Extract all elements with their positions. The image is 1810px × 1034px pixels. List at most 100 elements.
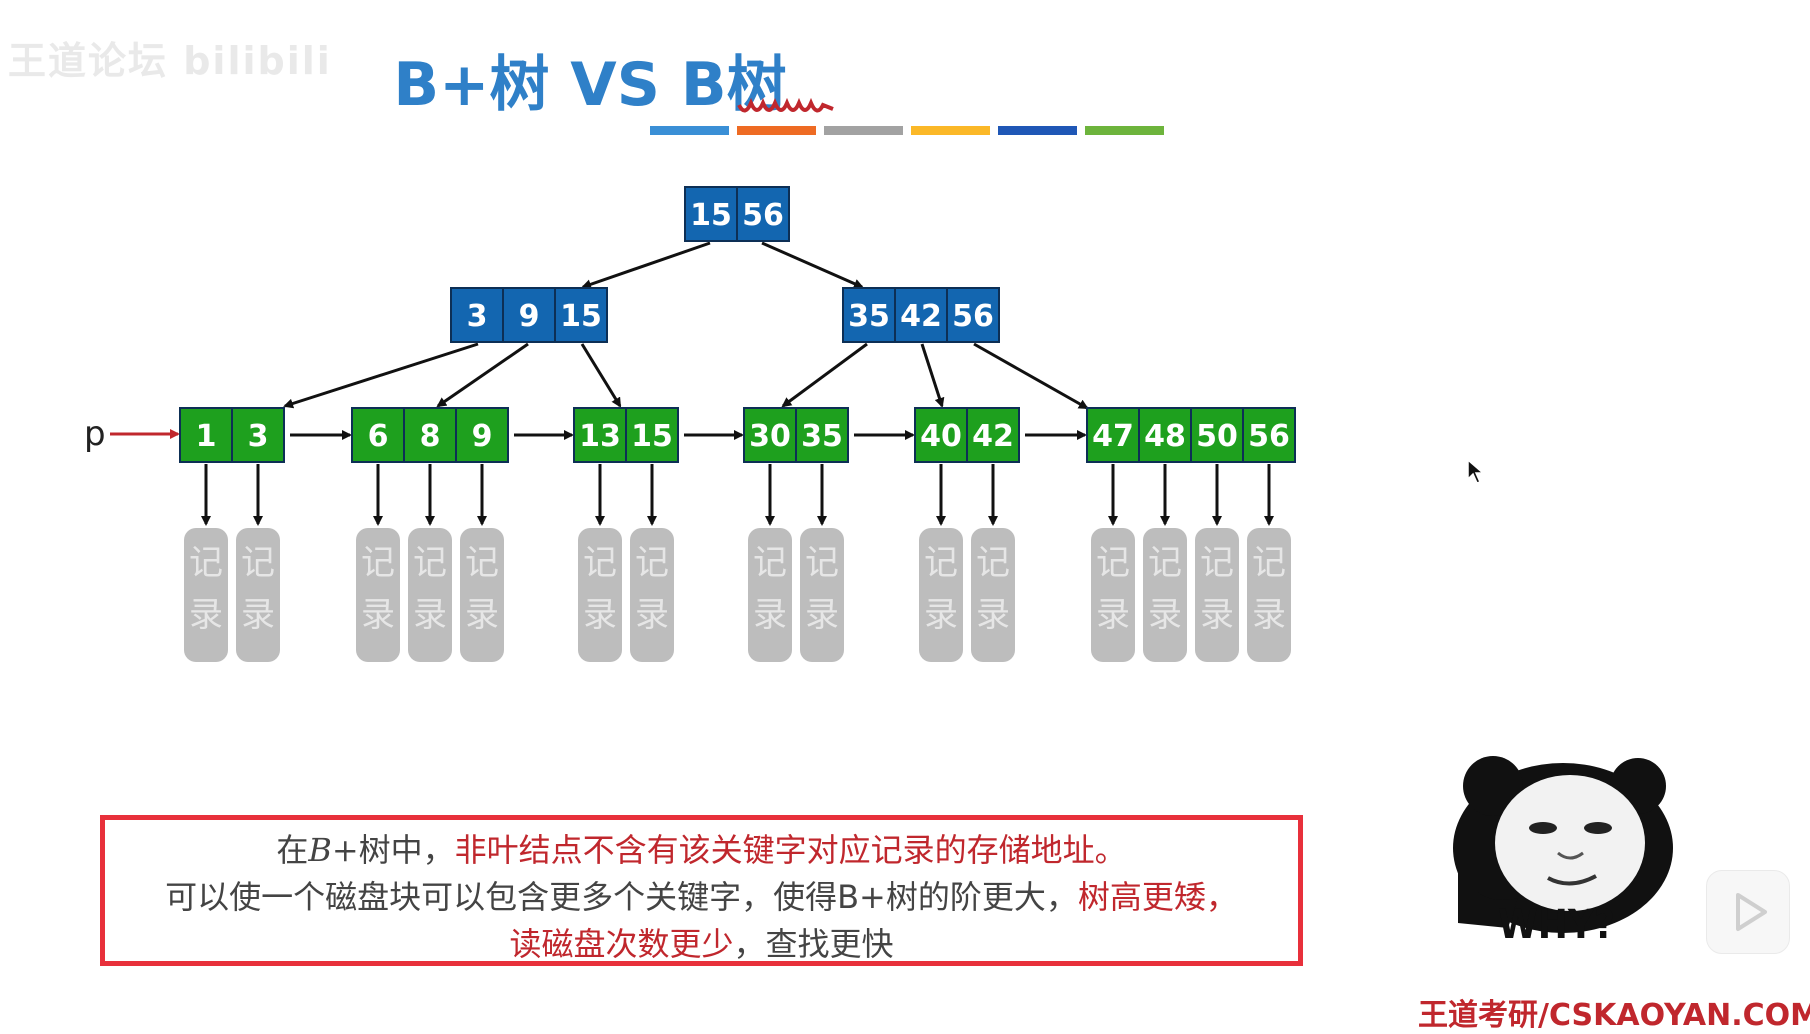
- color-bar: [824, 126, 903, 135]
- slide-title: B+树 VS B树: [393, 50, 787, 120]
- node-cell: [1190, 407, 1244, 463]
- record-label: 录: [1200, 595, 1234, 635]
- node-key: 40: [920, 419, 962, 454]
- record-label: 录: [583, 595, 617, 635]
- record-label: 录: [753, 595, 787, 635]
- record-capsule: [1143, 528, 1187, 662]
- color-bar-row: [650, 126, 1164, 135]
- node-key: 15: [690, 198, 732, 233]
- node-key: 9: [519, 299, 540, 334]
- record-label: 记: [241, 543, 275, 583]
- node-key: 48: [1144, 419, 1186, 454]
- node-key: 3: [467, 299, 488, 334]
- node-key: 35: [801, 419, 843, 454]
- watermark: 王道论坛 bilibili: [8, 39, 332, 83]
- record-label: 录: [635, 595, 669, 635]
- note-highlight: 读磁盘次数更少: [509, 925, 734, 963]
- record-label: 记: [635, 543, 669, 583]
- record-label: 记: [753, 543, 787, 583]
- record-label: 录: [413, 595, 447, 635]
- play-icon: [1736, 893, 1767, 931]
- node-cell: [231, 407, 285, 463]
- color-bar: [1085, 126, 1164, 135]
- node-key: 50: [1196, 419, 1238, 454]
- note-text: 可以使一个磁盘块可以包含更多个关键字，使得B+树的阶更大，: [165, 878, 1078, 916]
- record-label: 记: [1252, 543, 1286, 583]
- record-label: 记: [361, 543, 395, 583]
- note-text: ，查找更快: [733, 925, 894, 963]
- node-cell: [842, 287, 896, 343]
- node-key: 56: [1248, 419, 1290, 454]
- edge-arrow: [781, 342, 868, 408]
- color-bar: [911, 126, 990, 135]
- node-cell: [625, 407, 679, 463]
- color-bar: [737, 126, 816, 135]
- node-key: 1: [196, 419, 217, 454]
- edge-arrow: [973, 342, 1089, 410]
- node-cell: [684, 186, 738, 242]
- leaf-node: 47 48 50 56: [1086, 407, 1296, 463]
- record-label: 录: [1096, 595, 1130, 635]
- edge-arrow: [761, 241, 864, 289]
- record-label: 录: [1148, 595, 1182, 635]
- record-label: 记: [1148, 543, 1182, 583]
- node-key: 13: [579, 419, 621, 454]
- note-text: 树中，: [358, 831, 455, 869]
- note-text: B+: [308, 831, 359, 869]
- note-line-3: 读磁盘次数更少，查找更快: [105, 921, 1298, 968]
- record-capsule: [1195, 528, 1239, 662]
- node-cell: [455, 407, 509, 463]
- node-key: 30: [749, 419, 791, 454]
- node-cell: [403, 407, 457, 463]
- edge-arrow: [581, 241, 711, 290]
- note-highlight: 树高更矮，: [1077, 878, 1238, 916]
- node-cell: [1086, 407, 1140, 463]
- record-label: 记: [976, 543, 1010, 583]
- panda-meme-image: [1453, 756, 1673, 933]
- node-cell: [966, 407, 1020, 463]
- record-label: 录: [189, 595, 223, 635]
- record-label: 记: [805, 543, 839, 583]
- node-cell: [450, 287, 504, 343]
- edge-arrow: [283, 342, 479, 409]
- leaf-node: 30 35: [743, 407, 849, 463]
- record-label: 记: [1096, 543, 1130, 583]
- footer-url: 王道考研/CSKAOYAN.COM: [1418, 998, 1810, 1033]
- node-cell: [502, 287, 556, 343]
- record-capsule: [578, 528, 622, 662]
- node-cell: [1138, 407, 1192, 463]
- tree-edges: [110, 241, 1274, 526]
- leaf-node: 13 15: [573, 407, 679, 463]
- record-label: 录: [805, 595, 839, 635]
- node-key: 56: [742, 198, 784, 233]
- edge-arrow: [580, 343, 622, 408]
- edge-arrow: [920, 343, 945, 408]
- record-capsule: [800, 528, 844, 662]
- node-key: 15: [631, 419, 673, 454]
- node-key: 56: [952, 299, 994, 334]
- node-key: 47: [1092, 419, 1134, 454]
- record-label: 录: [924, 595, 958, 635]
- mouse-cursor-icon: [1467, 459, 1486, 484]
- record-capsule: [356, 528, 400, 662]
- note-text: 在: [276, 831, 309, 869]
- node-cell: [914, 407, 968, 463]
- record-label: 录: [361, 595, 395, 635]
- record-label: 录: [465, 595, 499, 635]
- node-key: 35: [848, 299, 890, 334]
- edge-arrow: [436, 342, 529, 408]
- record-label: 记: [189, 543, 223, 583]
- node-key: 9: [472, 419, 493, 454]
- color-bar: [650, 126, 729, 135]
- record-label: 记: [583, 543, 617, 583]
- record-label: 录: [241, 595, 275, 635]
- record-capsule: [748, 528, 792, 662]
- record-capsule: [630, 528, 674, 662]
- play-button[interactable]: [1706, 870, 1790, 954]
